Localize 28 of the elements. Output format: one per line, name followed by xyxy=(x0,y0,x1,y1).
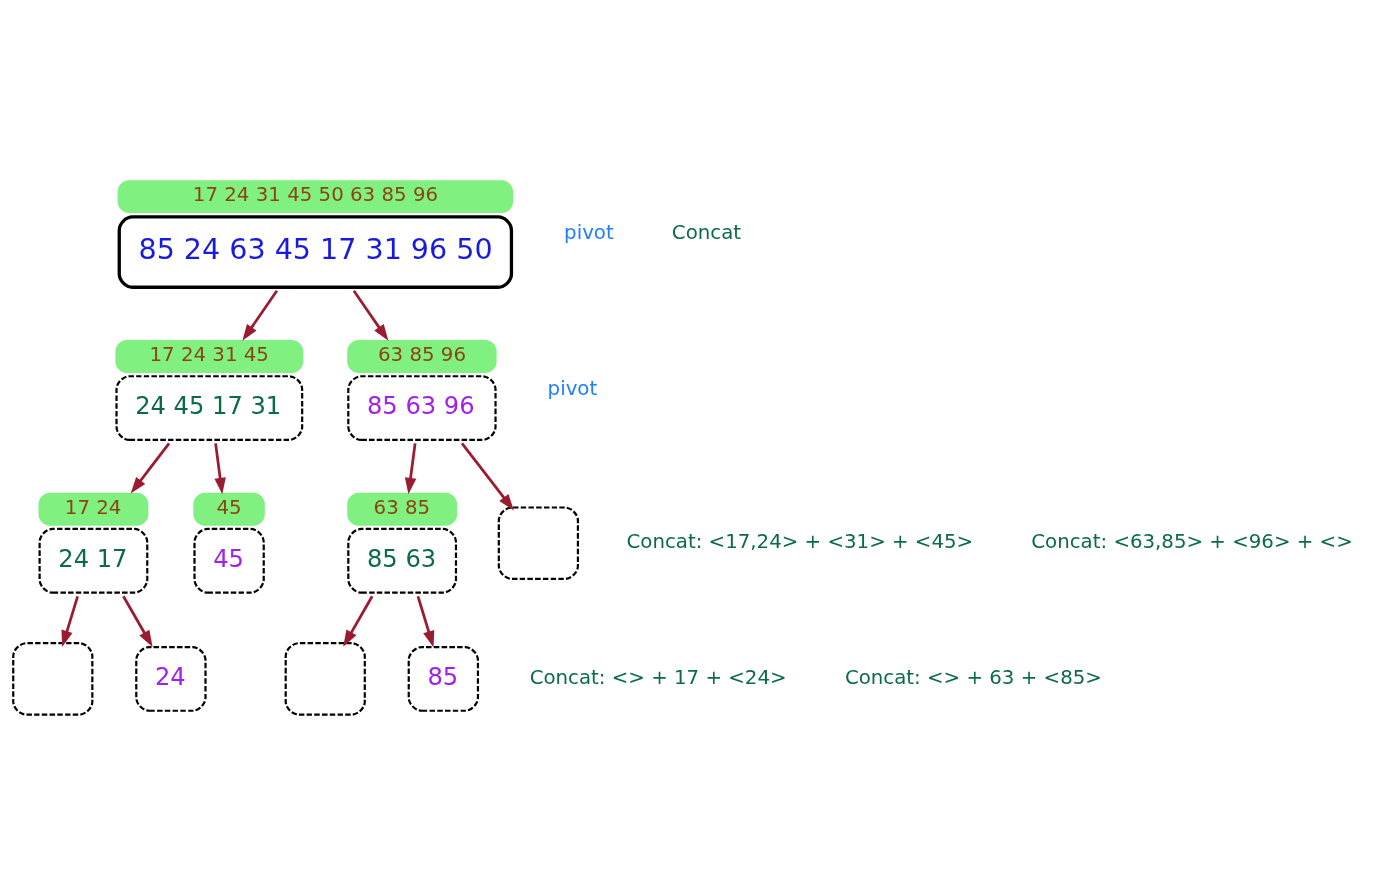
node-box xyxy=(12,641,94,716)
arrow xyxy=(416,595,435,647)
label: Concat: <> + 17 + <24> xyxy=(529,665,787,689)
node-label: 17 24 xyxy=(64,495,122,519)
label: Concat xyxy=(671,220,742,244)
label: pivot xyxy=(564,220,614,244)
arrow xyxy=(214,442,226,494)
node-box xyxy=(284,641,366,716)
arrow xyxy=(122,595,153,647)
node-label: 17 24 31 45 50 63 85 96 xyxy=(192,182,439,206)
node-box: 24 xyxy=(135,645,207,712)
node-label: 63 85 96 xyxy=(377,342,466,366)
arrow xyxy=(460,442,514,511)
node-label: 17 24 31 45 xyxy=(149,342,269,366)
arrow xyxy=(404,442,417,494)
node-box: 85 xyxy=(407,645,480,712)
arrow xyxy=(130,442,171,494)
arrow xyxy=(242,289,278,341)
arrow xyxy=(61,595,79,647)
label: pivot xyxy=(547,376,598,400)
label: Concat: <63,85> + <96> + <> xyxy=(1031,529,1353,553)
label: Concat: <17,24> + <31> + <45> xyxy=(626,529,974,553)
arrow xyxy=(352,289,389,341)
node-label: 45 xyxy=(216,495,242,519)
label: Concat: <> + 63 + <85> xyxy=(844,665,1102,689)
node-box xyxy=(497,505,579,580)
node-label: 63 85 xyxy=(373,495,431,519)
arrow xyxy=(343,595,374,647)
